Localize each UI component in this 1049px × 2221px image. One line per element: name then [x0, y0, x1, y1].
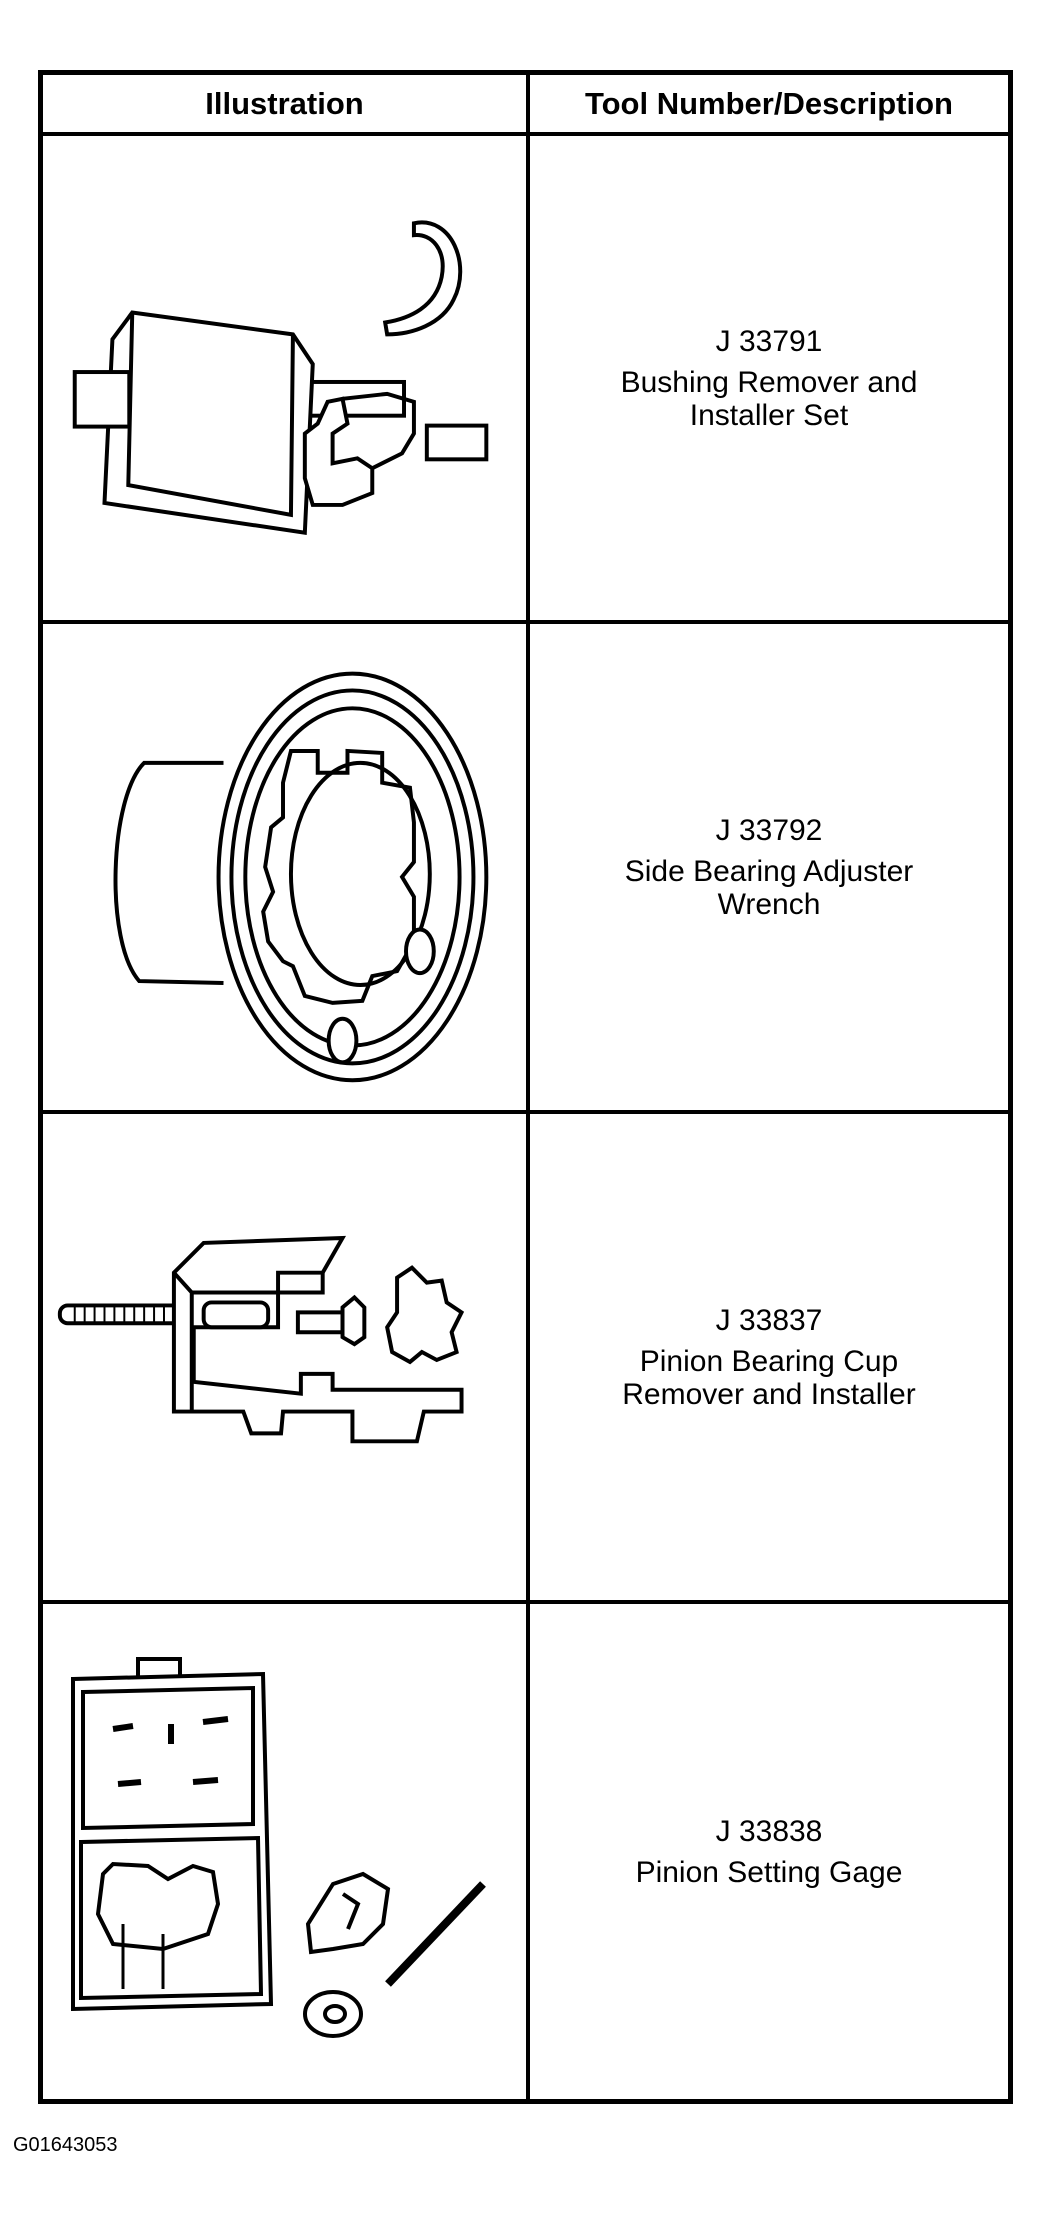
column-divider [526, 75, 530, 2099]
tool-table: Illustration Tool Number/Description [38, 70, 1013, 2104]
tool-description: Pinion Bearing Cup Remover and Installer [622, 1344, 916, 1411]
tool-description: Bushing Remover and Installer Set [620, 365, 918, 432]
tool-number: J 33837 [715, 1303, 823, 1337]
tool-description-cell: J 33837 Pinion Bearing Cup Remover and I… [530, 1114, 1008, 1600]
tool-number: J 33791 [715, 324, 823, 358]
bushing-remover-installer-icon [43, 136, 526, 620]
tool-description: Pinion Setting Gage [635, 1855, 903, 1889]
tool-description-cell: J 33792 Side Bearing Adjuster Wrench [530, 624, 1008, 1110]
figure-code: G01643053 [13, 2134, 118, 2156]
pinion-setting-gage-icon [43, 1604, 526, 2099]
table-row: J 33837 Pinion Bearing Cup Remover and I… [43, 1114, 1008, 1604]
table-row: J 33792 Side Bearing Adjuster Wrench [43, 624, 1008, 1114]
table-header: Illustration Tool Number/Description [43, 75, 1008, 136]
tool-number: J 33838 [715, 1814, 823, 1848]
table-row: J 33838 Pinion Setting Gage [43, 1604, 1008, 2099]
tool-number: J 33792 [715, 813, 823, 847]
tool-description-cell: J 33838 Pinion Setting Gage [530, 1604, 1008, 2099]
side-bearing-adjuster-wrench-icon [43, 624, 526, 1110]
header-illustration: Illustration [205, 86, 364, 121]
tool-description: Side Bearing Adjuster Wrench [624, 854, 914, 921]
table-row: J 33791 Bushing Remover and Installer Se… [43, 136, 1008, 624]
pinion-bearing-cup-tool-icon [43, 1114, 526, 1600]
header-tool-description: Tool Number/Description [584, 86, 953, 121]
tool-description-cell: J 33791 Bushing Remover and Installer Se… [530, 136, 1008, 620]
